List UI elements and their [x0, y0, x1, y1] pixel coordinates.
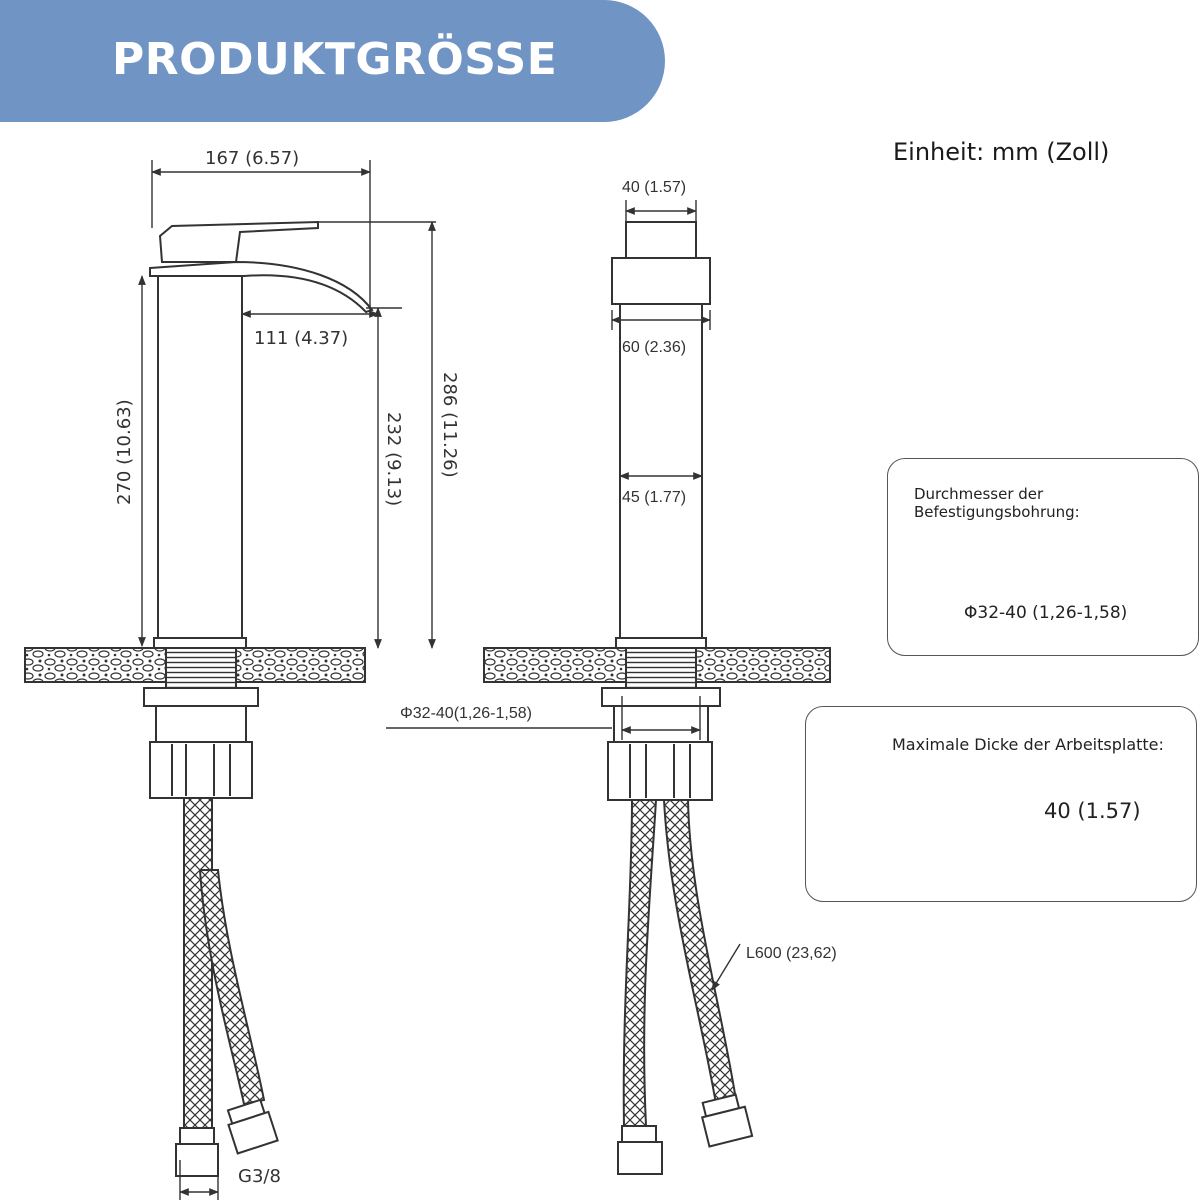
mount-nut-front	[607, 741, 713, 801]
info-box-max-thickness: Maximale Dicke der Arbeitsplatte: 40 (1.…	[805, 706, 1197, 902]
dim-top-width: 60 (2.36)	[622, 339, 686, 356]
spout-front	[611, 257, 711, 305]
dim-mount-hole: Φ32-40(1,26-1,58)	[400, 705, 532, 722]
dim-spout-reach: 111 (4.37)	[254, 328, 348, 349]
front-view	[483, 221, 831, 1175]
hose	[183, 797, 213, 1131]
dim-hose-length: L600 (23,62)	[746, 945, 837, 962]
info-box-hole-diameter: Durchmesser der Befestigungsbohrung: Φ32…	[887, 458, 1199, 656]
lever-handle	[158, 220, 319, 263]
side-view	[24, 220, 374, 1177]
page-title: PRODUKTGRÖSSE	[112, 34, 558, 85]
hose-front	[662, 799, 738, 1106]
dim-thread: G3/8	[238, 1166, 281, 1187]
dim-handle-width: 40 (1.57)	[622, 179, 686, 196]
dim-width-total: 167 (6.57)	[205, 148, 299, 169]
dim-body-height: 270 (10.63)	[114, 399, 135, 505]
info-box-value: 40 (1.57)	[1044, 799, 1141, 823]
mount-nut	[149, 741, 253, 799]
dim-body-width: 45 (1.77)	[622, 489, 686, 506]
hose-nut	[175, 1143, 219, 1177]
faucet-body	[157, 275, 243, 641]
dim-total-height: 286 (11.26)	[439, 372, 460, 478]
lever-front	[625, 221, 697, 259]
info-box-value: Φ32-40 (1,26-1,58)	[964, 603, 1128, 623]
hose-front	[622, 799, 658, 1127]
header-banner: PRODUKTGRÖSSE	[0, 0, 665, 122]
dim-spout-height: 232 (9.13)	[383, 412, 404, 506]
info-box-title: Maximale Dicke der Arbeitsplatte:	[892, 735, 1164, 754]
unit-label: Einheit: mm (Zoll)	[893, 138, 1110, 166]
hose	[198, 869, 266, 1106]
threaded-shank	[165, 647, 237, 689]
info-box-title: Durchmesser der Befestigungsbohrung:	[914, 485, 1080, 521]
hose-nut	[227, 1110, 279, 1155]
